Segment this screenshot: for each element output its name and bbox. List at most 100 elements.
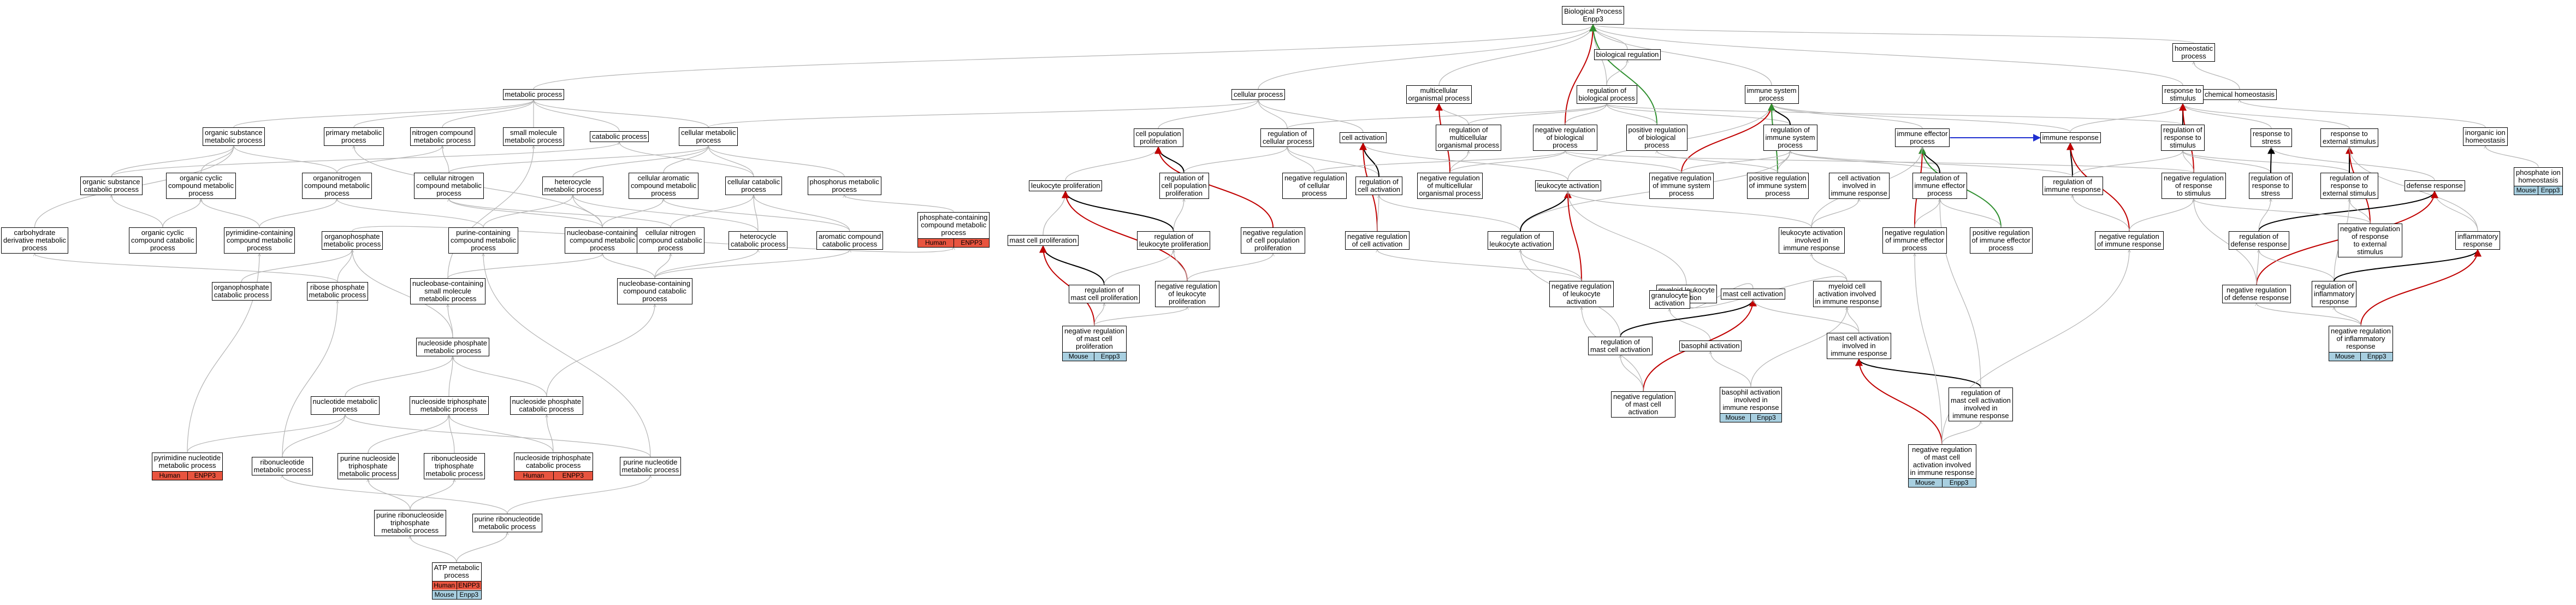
go-term-metab[interactable]: metabolic process (502, 89, 565, 100)
go-term-cellactimm[interactable]: cell activation involved in immune respo… (1828, 173, 1890, 199)
go-term-mastprolif[interactable]: mast cell proliferation (1007, 235, 1079, 246)
go-term-hetero[interactable]: heterocycle metabolic process (542, 177, 604, 195)
go-term-phosphorus[interactable]: phosphorus metabolic process (807, 177, 881, 195)
go-term-cellnitro[interactable]: cellular nitrogen compound metabolic pro… (414, 173, 484, 199)
go-term-negregmastprolif[interactable]: negative regulation of mast cell prolife… (1062, 325, 1127, 361)
go-term-regleukprolif[interactable]: regulation of leukocyte proliferation (1137, 231, 1211, 250)
go-term-purinecont[interactable]: purine-containing compound metabolic pro… (448, 227, 518, 254)
go-term-negregmastactimm[interactable]: negative regulation of mast cell activat… (1908, 444, 1976, 487)
go-term-regmastact[interactable]: regulation of mast cell activation (1588, 337, 1653, 355)
go-term-orgsub[interactable]: organic substance metabolic process (203, 127, 265, 146)
go-term-negregrespext[interactable]: negative regulation of response to exter… (2338, 224, 2402, 257)
go-term-negregleukact[interactable]: negative regulation of leukocyte activat… (1549, 281, 1614, 307)
go-term-basoact[interactable]: basophil activation (1679, 340, 1742, 351)
go-term-regcellproc[interactable]: regulation of cellular process (1260, 128, 1314, 147)
go-term-negregimmresp[interactable]: negative regulation of immune response (2095, 231, 2164, 250)
go-term-purinetri[interactable]: purine nucleoside triphosphate metabolic… (337, 453, 399, 479)
go-term-negregmastact[interactable]: negative regulation of mast cell activat… (1611, 391, 1675, 418)
go-term-regimmsys[interactable]: regulation of immune system process (1763, 125, 1817, 151)
go-term-mastact[interactable]: mast cell activation (1721, 289, 1785, 299)
go-term-cellact[interactable]: cell activation (1340, 132, 1387, 143)
go-term-regmulti[interactable]: regulation of multicellular organismal p… (1435, 125, 1502, 151)
go-term-ribosephos[interactable]: ribose phosphate metabolic process (306, 282, 369, 301)
go-term-regimmeff[interactable]: regulation of immune effector process (1912, 173, 1968, 199)
go-term-bioreg[interactable]: biological regulation (1594, 49, 1661, 60)
go-term-regcellact[interactable]: regulation of cell activation (1355, 177, 1403, 195)
go-term-negregresp[interactable]: negative regulation of response to stimu… (2162, 173, 2226, 199)
go-term-immeff[interactable]: immune effector process (1894, 128, 1950, 147)
go-term-negregimmsys[interactable]: negative regulation of immune system pro… (1649, 173, 1714, 199)
go-term-leukactimm[interactable]: leukocyte activation involved in immune … (1778, 227, 1845, 254)
go-term-negregcellpop[interactable]: negative regulation of cell population p… (1241, 227, 1305, 254)
go-term-root[interactable]: Biological Process Enpp3 (1562, 6, 1625, 25)
go-term-leukprolif[interactable]: leukocyte proliferation (1029, 180, 1103, 191)
go-term-nucmet[interactable]: nucleotide metabolic process (310, 396, 380, 415)
go-term-organonitro[interactable]: organonitrogen compound metabolic proces… (302, 173, 372, 199)
go-term-regbio[interactable]: regulation of biological process (1576, 85, 1637, 104)
go-term-ribonuc[interactable]: ribonucleotide metabolic process (251, 457, 313, 475)
go-term-negreginflam[interactable]: negative regulation of inflammatory resp… (2329, 325, 2393, 361)
go-term-posregimmsys[interactable]: positive regulation of immune system pro… (1746, 173, 1809, 199)
go-term-regcellpop[interactable]: regulation of cell population proliferat… (1159, 173, 1209, 199)
go-term-homeo[interactable]: homeostatic process (2172, 43, 2216, 62)
go-term-negregleukprolif[interactable]: negative regulation of leukocyte prolife… (1155, 281, 1219, 307)
go-term-regrespext[interactable]: regulation of response to external stimu… (2320, 173, 2378, 199)
go-term-cellarom[interactable]: cellular aromatic compound metabolic pro… (629, 173, 698, 199)
go-term-nucbasesmall[interactable]: nucleobase-containing small molecule met… (410, 278, 486, 304)
go-term-regleukact[interactable]: regulation of leukocyte activation (1487, 231, 1554, 250)
go-term-purineribo[interactable]: purine ribonucleotide metabolic process (472, 514, 543, 532)
go-term-basoactimm[interactable]: basophil activation involved in immune r… (1719, 386, 1783, 422)
go-term-regmastactimm[interactable]: regulation of mast cell activation invol… (1949, 387, 2013, 421)
go-term-respext[interactable]: response to external stimulus (2320, 128, 2378, 147)
go-term-nucbase[interactable]: nucleobase-containing compound metabolic… (565, 227, 641, 254)
go-term-pyrim[interactable]: pyrimidine-containing compound metabolic… (223, 227, 295, 254)
go-term-carbo[interactable]: carbohydrate derivative metabolic proces… (1, 227, 68, 254)
go-term-orgsubcat[interactable]: organic substance catabolic process (80, 177, 143, 195)
go-term-cellnitrocat[interactable]: cellular nitrogen compound catabolic pro… (637, 227, 704, 254)
go-term-phoscont[interactable]: phosphate-containing compound metabolic … (917, 212, 990, 248)
go-term-immresp[interactable]: immune response (2040, 132, 2101, 143)
go-term-organophoscat[interactable]: organophosphate catabolic process (211, 282, 271, 301)
go-term-nucphoscat[interactable]: nucleoside phosphate catabolic process (510, 396, 583, 415)
go-term-cellmet[interactable]: cellular metabolic process (679, 127, 738, 146)
go-term-organophos[interactable]: organophosphate metabolic process (321, 231, 383, 250)
go-term-negregcellproc[interactable]: negative regulation of cellular process (1282, 173, 1347, 199)
go-term-resp[interactable]: response to stimulus (2162, 85, 2204, 104)
go-term-granul[interactable]: granulocyte activation (1649, 290, 1690, 309)
go-term-cellproc[interactable]: cellular process (1231, 89, 1286, 100)
go-term-ribotri[interactable]: ribonucleoside triphosphate metabolic pr… (423, 453, 485, 479)
go-term-defresp[interactable]: defense response (2404, 180, 2465, 191)
go-term-regresp[interactable]: regulation of response to stimulus (2161, 125, 2205, 151)
go-term-orgcyc[interactable]: organic cyclic compound metabolic proces… (166, 173, 236, 199)
go-term-negregimmeff[interactable]: negative regulation of immune effector p… (1882, 227, 1947, 254)
go-term-inorghomeo[interactable]: inorganic ion homeostasis (2463, 127, 2508, 146)
go-term-leukact[interactable]: leukocyte activation (1535, 180, 1601, 191)
go-term-myeloidimm[interactable]: myeloid cell activation involved in immu… (1813, 281, 1881, 307)
go-term-cellcat[interactable]: cellular catabolic process (725, 177, 783, 195)
go-term-reginflam[interactable]: regulation of inflammatory response (2312, 281, 2357, 307)
go-term-negregcellact[interactable]: negative regulation of cell activation (1345, 231, 1410, 250)
go-term-orgcyccat[interactable]: organic cyclic compound catabolic proces… (129, 227, 197, 254)
go-term-resptostress[interactable]: response to stress (2251, 128, 2292, 147)
go-term-mastactimm[interactable]: mast cell activation involved in immune … (1827, 333, 1891, 359)
go-term-regmastprolif[interactable]: regulation of mast cell proliferation (1068, 285, 1140, 303)
go-term-purineribotri[interactable]: purine ribonucleoside triphosphate metab… (374, 510, 446, 536)
go-term-posregimmeff[interactable]: positive regulation of immune effector p… (1969, 227, 2033, 254)
go-term-multi[interactable]: multicellular organismal process (1406, 85, 1472, 104)
go-term-purinenuc[interactable]: purine nucleotide metabolic process (619, 457, 682, 475)
go-term-smallmol[interactable]: small molecule metabolic process (502, 127, 565, 146)
go-term-nitro[interactable]: nitrogen compound metabolic process (410, 127, 475, 146)
go-term-regresptostress[interactable]: regulation of response to stress (2249, 173, 2293, 199)
go-term-nucphosmet[interactable]: nucleoside phosphate metabolic process (416, 338, 489, 356)
go-term-posregbio[interactable]: positive regulation of biological proces… (1626, 125, 1688, 151)
go-term-negregmulti[interactable]: negative regulation of multicellular org… (1417, 173, 1483, 199)
go-term-cellpop[interactable]: cell population proliferation (1133, 128, 1183, 147)
go-term-negregbio[interactable]: negative regulation of biological proces… (1533, 125, 1597, 151)
go-term-regimmresp[interactable]: regulation of immune response (2042, 177, 2103, 195)
go-term-chemhomeo[interactable]: chemical homeostasis (2202, 89, 2277, 100)
go-term-aromcat[interactable]: aromatic compound catabolic process (816, 231, 884, 250)
go-term-regdefresp[interactable]: regulation of defense response (2228, 231, 2289, 250)
go-term-nuctriphos[interactable]: nucleoside triphosphate metabolic proces… (409, 396, 489, 415)
